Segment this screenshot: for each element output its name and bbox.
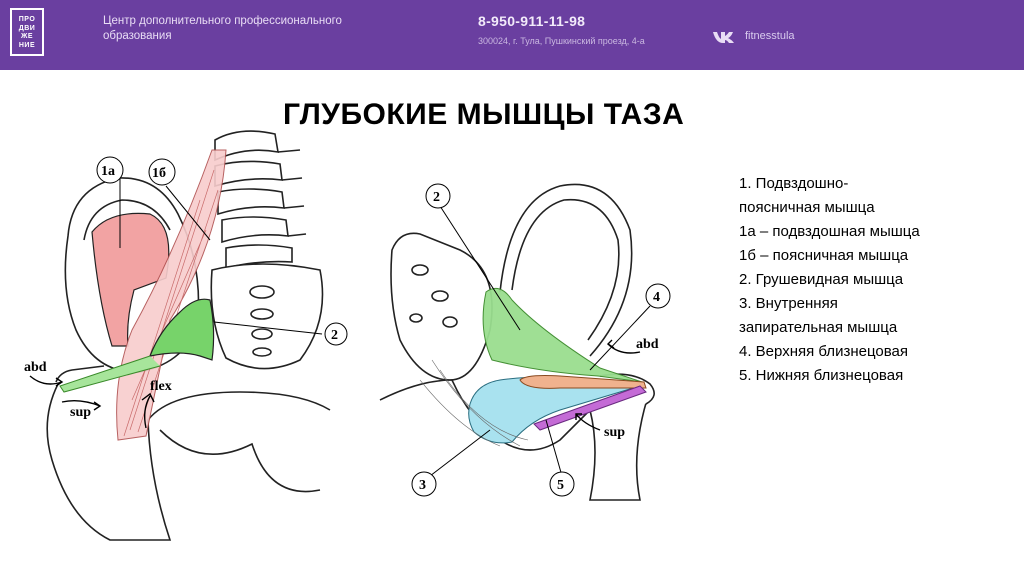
muscle-legend: 1. Подвздошно- поясничная мышца 1а – под… [739, 172, 1019, 388]
label-abd-left: abd [24, 360, 47, 375]
label-1b: 1б [152, 166, 166, 181]
label-2-left: 2 [331, 328, 338, 343]
legend-line: 1. Подвздошно- [739, 172, 1019, 196]
label-flex: flex [150, 379, 172, 394]
label-3: 3 [419, 478, 426, 493]
legend-line: поясничная мышца [739, 196, 1019, 220]
legend-line: 1а – подвздошная мышца [739, 220, 1019, 244]
label-4: 4 [653, 290, 660, 305]
label-1a: 1а [101, 164, 115, 179]
legend-line: 4. Верхняя близнецовая [739, 340, 1019, 364]
legend-line: 3. Внутренняя [739, 292, 1019, 316]
label-2-right: 2 [433, 190, 440, 205]
label-sup-right: sup [604, 425, 625, 440]
legend-line: запирательная мышца [739, 316, 1019, 340]
label-sup-left: sup [70, 405, 91, 420]
label-abd-right: abd [636, 337, 659, 352]
legend-line: 5. Нижняя близнецовая [739, 364, 1019, 388]
legend-line: 2. Грушевидная мышца [739, 268, 1019, 292]
legend-line: 1б – поясничная мышца [739, 244, 1019, 268]
label-5: 5 [557, 478, 564, 493]
